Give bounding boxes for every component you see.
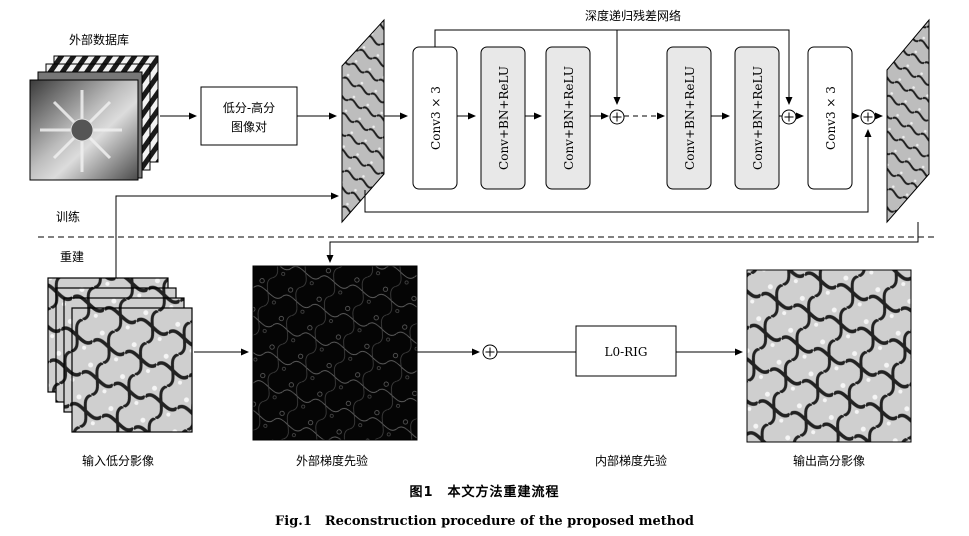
conv-bn-relu-block-2: [545, 46, 591, 190]
block-3-label: Conv+BN+ReLU: [683, 66, 697, 170]
input-lr-label: 输入低分影像: [82, 453, 154, 468]
external-gradient-prior-label: 外部梯度先验: [296, 453, 368, 468]
network-input-image: [341, 18, 385, 224]
rebuild-label: 重建: [60, 250, 84, 264]
conv-bn-relu-block-3: [666, 46, 712, 190]
lr-hr-pair-label-line1: 低分-高分: [223, 100, 275, 115]
sum-node-2: [781, 109, 797, 125]
recursive-skip-connection: [434, 29, 621, 105]
l0-rig-label: L0-RIG: [604, 345, 647, 359]
global-residual-connection: [364, 129, 872, 213]
sum-node-bottom: [482, 344, 498, 360]
conv-first-label: Conv3 × 3: [429, 86, 443, 150]
block-4-label: Conv+BN+ReLU: [751, 66, 765, 170]
input-lr-image-stack: [47, 277, 193, 433]
conv-bn-relu-block-1: [480, 46, 526, 190]
figure-caption-cn: 图1 本文方法重建流程: [409, 485, 560, 500]
internal-gradient-prior-label: 内部梯度先验: [595, 453, 667, 468]
output-hr-label: 输出高分影像: [793, 453, 865, 468]
input-to-network-connection: [115, 192, 339, 282]
recursive-skip-connection-2: [617, 29, 793, 105]
figure-caption-en: Fig.1 Reconstruction procedure of the pr…: [275, 514, 694, 529]
sum-node-3: [860, 109, 876, 125]
sum-node-1: [609, 109, 625, 125]
lr-hr-pair-box: [200, 86, 298, 146]
model-transfer-connection: [326, 222, 919, 263]
block-2-label: Conv+BN+ReLU: [562, 66, 576, 170]
output-hr-image: [746, 269, 912, 443]
residual-network-label: 深度递归残差网络: [585, 8, 681, 23]
train-label: 训练: [56, 209, 80, 224]
lr-hr-pair-label-line2: 图像对: [231, 120, 267, 134]
conv-bn-relu-block-4: [734, 46, 780, 190]
l0-rig-box: [575, 325, 677, 377]
block-1-label: Conv+BN+ReLU: [497, 66, 511, 170]
conv-last-label: Conv3 × 3: [824, 86, 838, 150]
network-output-image: [886, 18, 930, 224]
external-database-images: [29, 55, 159, 181]
external-database-label: 外部数据库: [69, 32, 129, 47]
external-gradient-prior-image: [252, 265, 418, 441]
pipeline-diagram: 外部数据库 低分-高分 图像对 深度递归残差网络 Conv3 × 3 Conv+…: [29, 8, 934, 468]
